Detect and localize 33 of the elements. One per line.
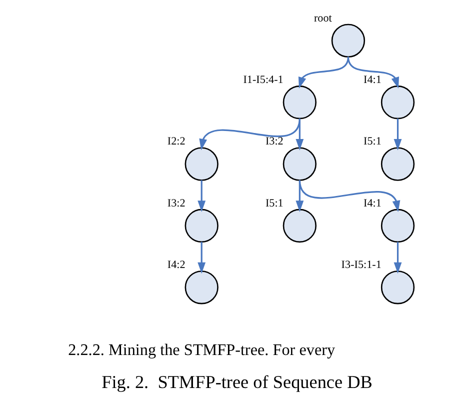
- arrow: [199, 118, 300, 150]
- arrow: [298, 180, 400, 212]
- node-label: root: [314, 12, 332, 24]
- node-label: I4:1: [364, 197, 382, 210]
- node-label: I4:2: [167, 258, 186, 271]
- node-circle: [282, 86, 317, 120]
- arrow: [347, 56, 399, 89]
- node-label: I3:2: [265, 136, 284, 148]
- node-circle: [380, 270, 415, 304]
- arrow: [394, 242, 402, 274]
- node-label: I4:1: [364, 74, 382, 86]
- label: 2.2.2. Mining the STMFP-tree. For every: [68, 342, 336, 359]
- node-circle: [184, 147, 218, 181]
- arrow: [198, 180, 206, 212]
- node-label: I3-I5:1-1: [341, 258, 382, 271]
- node-label: I3:2: [167, 197, 186, 210]
- node-label: I2:2: [167, 136, 186, 148]
- node-circle: [184, 270, 218, 304]
- node-circle: [282, 147, 317, 181]
- arrow: [198, 242, 206, 274]
- caption: Fig. 2. STMFP-tree of Sequence DB: [102, 372, 372, 392]
- node-circle: [380, 208, 415, 243]
- node-circle: [184, 208, 218, 243]
- node-circle: [282, 208, 317, 243]
- node-circle: [331, 24, 366, 58]
- arrow: [394, 118, 402, 150]
- node-label: I5:1: [364, 136, 382, 148]
- node-circle: [380, 86, 415, 120]
- node-label: I5:1: [265, 197, 284, 210]
- arrow: [298, 56, 350, 89]
- node-label: I1-I5:4-1: [243, 74, 284, 86]
- node-circle: [380, 147, 415, 181]
- arrow: [296, 118, 304, 150]
